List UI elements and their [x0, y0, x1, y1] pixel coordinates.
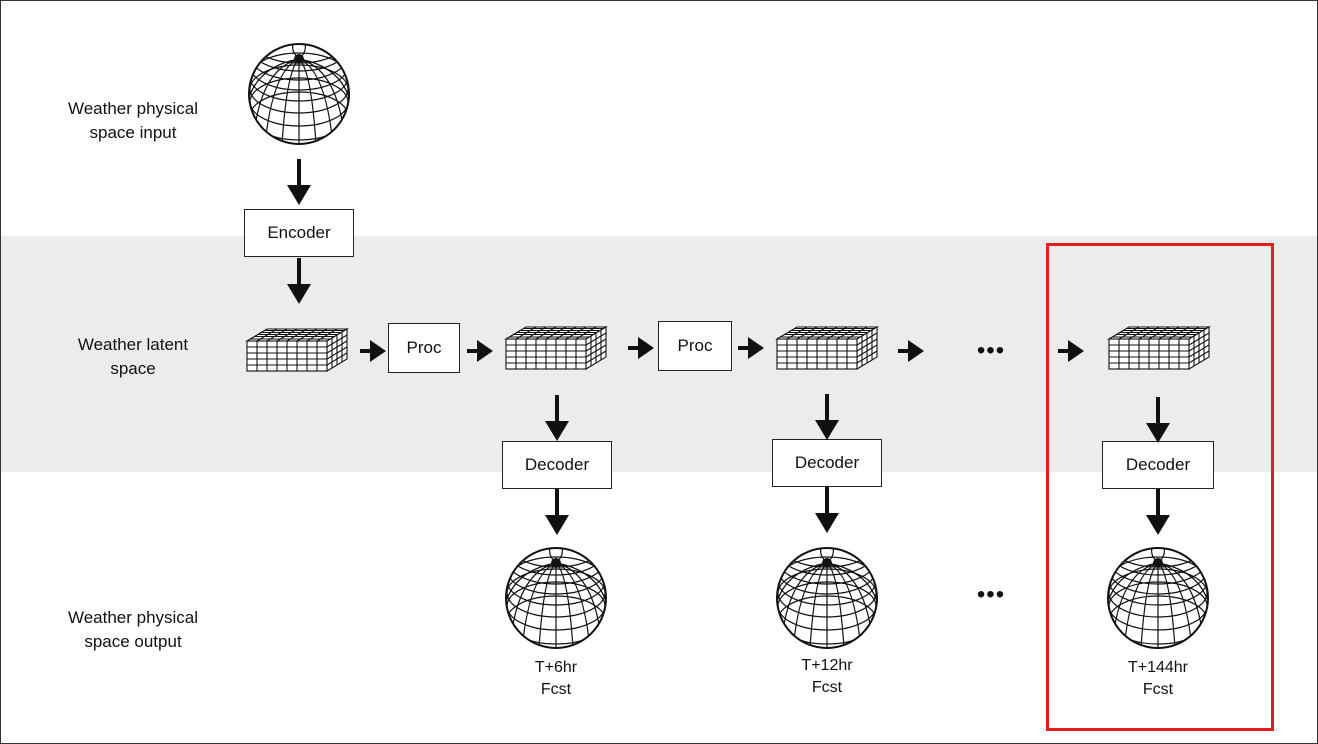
arrow-latent0-to-proc1 — [358, 338, 388, 364]
arrow-latent2-to-ellipsis — [896, 338, 926, 364]
arrow-encoder-to-latent — [285, 256, 313, 306]
arrow-latent1-to-proc2 — [626, 335, 656, 361]
output-globe-icon-2 — [773, 519, 882, 648]
output-globe-icon-1 — [502, 519, 611, 648]
arrow-latent2-to-decoder2 — [813, 392, 841, 442]
arrow-decoder1-to-output1 — [543, 487, 571, 537]
physical-output-label: Weather physical space output — [67, 608, 199, 651]
decoder-block-3: Decoder — [1102, 441, 1214, 489]
highlight-box — [1046, 243, 1274, 731]
arrow-globe-to-encoder — [285, 157, 313, 207]
decoder-block-1: Decoder — [502, 441, 612, 489]
input-globe-icon — [245, 15, 354, 144]
latent-grid-icon-1 — [505, 326, 607, 370]
latent-grid-icon-2 — [776, 326, 878, 370]
encoder-block: Encoder — [244, 209, 354, 257]
physical-input-label: Weather physical space input — [67, 99, 199, 142]
arrow-decoder2-to-output2 — [813, 485, 841, 535]
arrow-proc1-to-latent1 — [465, 338, 495, 364]
arrow-proc2-to-latent2 — [736, 335, 766, 361]
forecast-label-2: T+12hr Fcst — [801, 657, 853, 696]
forecast-label-1: T+6hr Fcst — [534, 659, 578, 698]
decoder-block-2: Decoder — [772, 439, 882, 487]
latent-grid-icon-0 — [246, 328, 348, 372]
ellipsis-latent: ••• — [976, 337, 1006, 364]
ellipsis-output: ••• — [976, 581, 1006, 608]
forecast-label-3: T+144hr Fcst — [1127, 659, 1189, 698]
proc-block-1: Proc — [388, 323, 460, 373]
arrow-latent1-to-decoder1 — [543, 393, 571, 443]
latent-space-label: Weather latent space — [77, 335, 189, 378]
proc-block-2: Proc — [658, 321, 732, 371]
